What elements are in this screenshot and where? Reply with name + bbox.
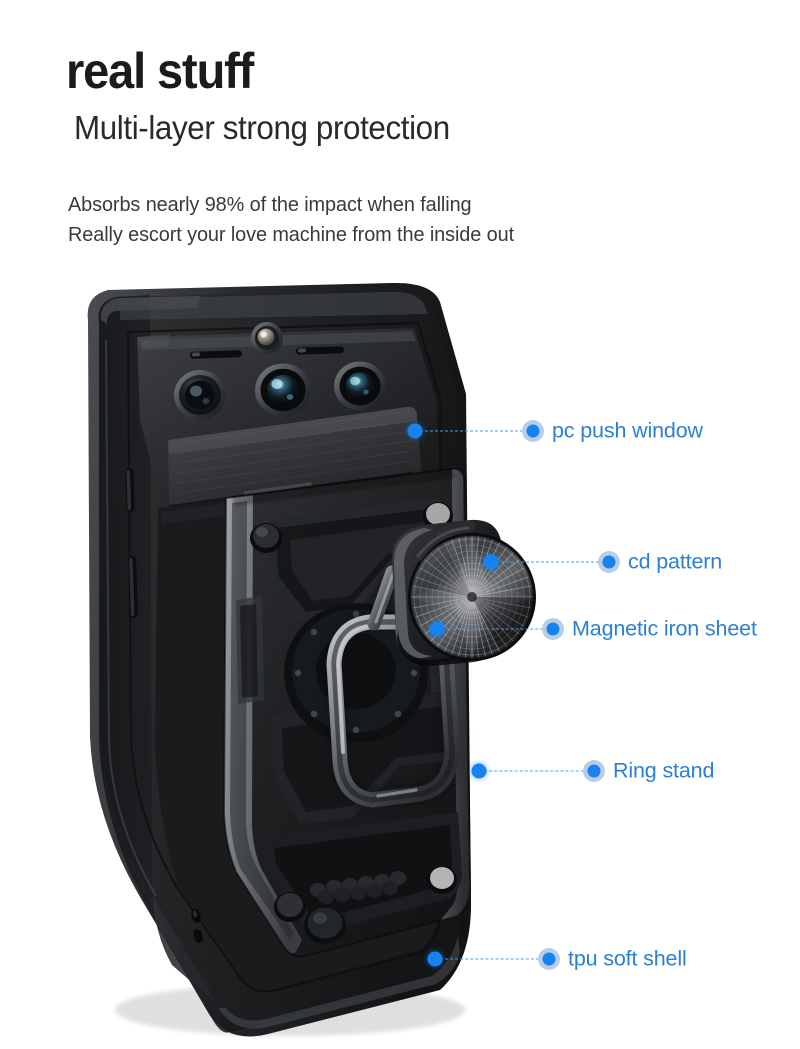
inner-camera-deck	[137, 328, 439, 505]
magnetic-iron-sheet	[392, 519, 507, 666]
callout-anchor-dot[interactable]	[429, 621, 445, 637]
armor-mid-plate	[222, 467, 472, 958]
callout-label: tpu soft shell	[568, 946, 687, 971]
callout-terminal-dot[interactable]	[522, 420, 544, 442]
bottom-speaker-port	[191, 909, 203, 943]
honeycomb-vent	[310, 871, 406, 904]
ring-stand	[326, 563, 460, 808]
page-title: real stuff	[66, 43, 254, 99]
callout-leader-line	[435, 958, 549, 960]
cd-pattern-disc	[408, 533, 536, 661]
pc-push-window-slider	[168, 406, 422, 513]
callout-anchor-dot[interactable]	[471, 763, 487, 779]
armor-screw-holes	[250, 502, 457, 922]
callout-leader-line	[415, 430, 533, 432]
callout-terminal-dot[interactable]	[538, 948, 560, 970]
page-subtitle: Multi-layer strong protection	[74, 109, 450, 146]
callout-anchor-dot[interactable]	[483, 554, 499, 570]
callout-leader-line	[491, 561, 609, 563]
description-block: Absorbs nearly 98% of the impact when fa…	[68, 190, 768, 249]
callout-anchor-dot[interactable]	[427, 951, 443, 967]
callout-label: Ring stand	[613, 758, 715, 783]
camera-flash	[251, 322, 283, 354]
side-buttons	[125, 468, 138, 618]
callout-label: Magnetic iron sheet	[572, 616, 757, 641]
callout-anchor-dot[interactable]	[407, 423, 423, 439]
case-mid-body	[155, 472, 442, 990]
header-text-block: real stuff Multi-layer strong protection	[66, 46, 766, 148]
description-line-1: Absorbs nearly 98% of the impact when fa…	[68, 193, 472, 216]
ring-hinge-arm	[412, 520, 476, 562]
callout-leader-line	[479, 770, 594, 772]
callout-label: pc push window	[552, 418, 703, 443]
callout-terminal-dot[interactable]	[542, 618, 564, 640]
top-vent-slots	[189, 346, 344, 359]
tpu-outer-shell	[87, 282, 472, 1037]
camera-lens-array	[174, 361, 386, 420]
callout-leader-line	[437, 628, 553, 630]
callout-terminal-dot[interactable]	[598, 551, 620, 573]
description-line-2: Really escort your love machine from the…	[68, 222, 515, 246]
ring-rotation-base	[284, 603, 428, 743]
callout-label: cd pattern	[628, 549, 723, 574]
callout-terminal-dot[interactable]	[583, 760, 605, 782]
